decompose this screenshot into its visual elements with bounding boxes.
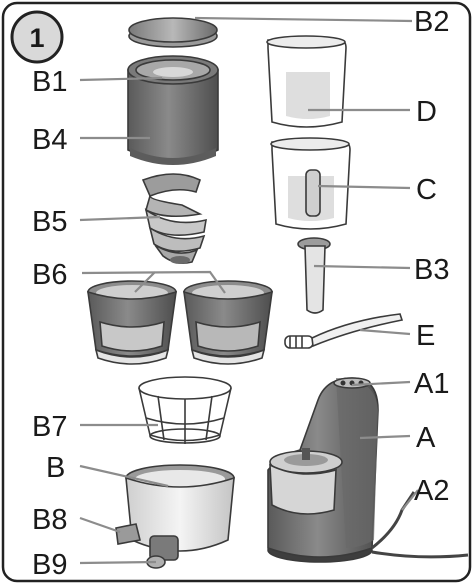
label-c: C: [416, 174, 437, 206]
label-d: D: [416, 96, 437, 128]
part-b4-cylinder: [127, 55, 219, 165]
label-b9: B9: [32, 549, 67, 581]
label-b7: B7: [32, 411, 67, 443]
part-a-motor-base: [267, 377, 379, 563]
part-b3-pusher: [297, 237, 331, 314]
label-b5: B5: [32, 206, 67, 238]
part-b2-lid: [128, 17, 218, 48]
part-b5-auger: [141, 173, 207, 264]
label-a1: A1: [414, 368, 449, 400]
label-b4: B4: [32, 124, 67, 156]
part-c-juice-container: [270, 137, 351, 230]
label-b3: B3: [414, 254, 449, 286]
label-b2: B2: [414, 6, 449, 38]
step-number: 1: [29, 23, 44, 53]
part-b6-strainer-left: [87, 280, 177, 365]
label-b: B: [46, 452, 65, 484]
part-b-bowl: [125, 464, 235, 552]
step-badge: 1: [10, 10, 64, 64]
leader-lines: [79, 16, 419, 565]
part-b7-brush: [138, 376, 232, 444]
label-a: A: [416, 422, 436, 454]
label-a2: A2: [414, 475, 449, 507]
label-b8: B8: [32, 504, 67, 536]
part-a2-power-cord: [371, 491, 416, 550]
part-b8-spout: [115, 523, 141, 545]
label-b1: B1: [32, 66, 67, 98]
part-b6-strainer-right: [183, 280, 273, 365]
part-e-cleaning-brush: [284, 313, 404, 349]
label-b6: B6: [32, 259, 67, 291]
part-d-pulp-container: [266, 35, 347, 128]
power-cord-tail: [371, 550, 469, 559]
label-e: E: [416, 320, 435, 352]
